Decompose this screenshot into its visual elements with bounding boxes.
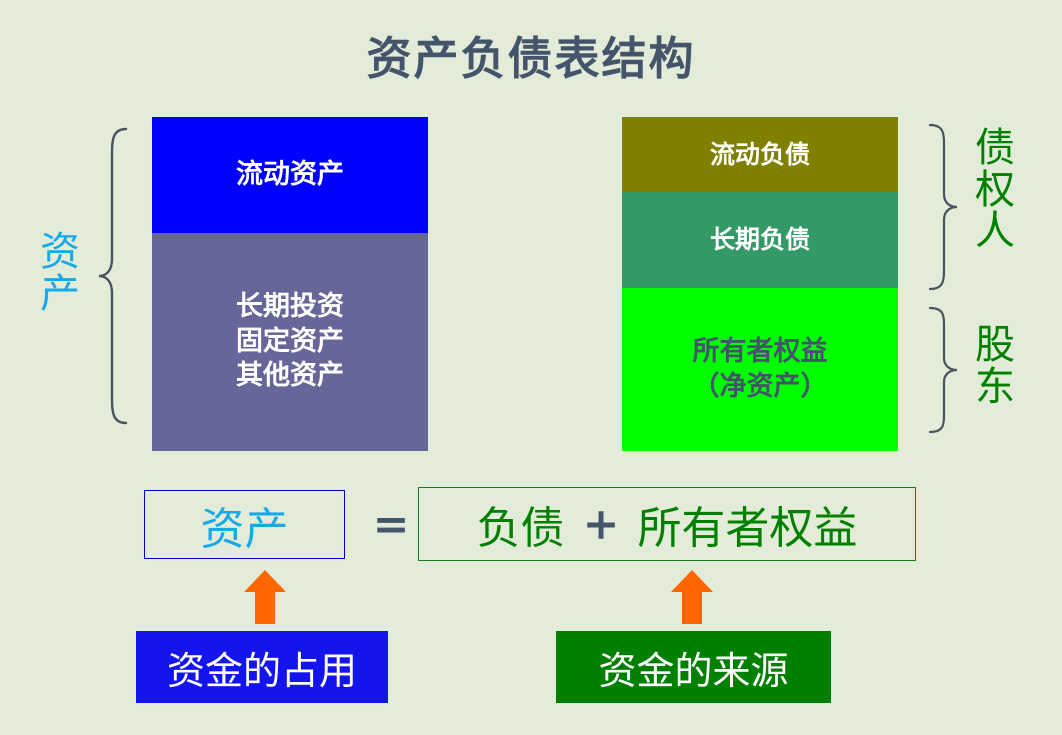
block-longterm-assets: 长期投资 固定资产 其他资产 — [152, 233, 428, 451]
block-other-assets-label: 其他资产 — [236, 360, 344, 392]
arrow-up-icon-right — [671, 570, 713, 624]
shareholders-brace-icon — [926, 305, 960, 435]
block-net-assets-label: （净资产） — [692, 370, 828, 402]
equation-right-box: 负债 + 所有者权益 — [418, 487, 916, 561]
fund-use-label: 资金的占用 — [166, 648, 357, 693]
equation-assets-term: 资产 — [200, 503, 289, 555]
block-owners-equity-label: 所有者权益 — [692, 335, 828, 367]
block-longterm-liabilities: 长期负债 — [622, 192, 898, 288]
equation-assets-box: 资产 — [144, 490, 345, 559]
block-longterm-liabilities-label: 长期负债 — [709, 225, 810, 254]
arrow-head — [671, 570, 713, 592]
assets-brace-icon — [96, 126, 130, 426]
fund-source-box: 资金的来源 — [556, 631, 831, 703]
block-owners-equity: 所有者权益 （净资产） — [622, 288, 898, 451]
arrow-shaft — [255, 592, 275, 624]
page-title: 资产负债表结构 — [366, 32, 696, 85]
creditors-label: 债 权 人 — [975, 125, 1015, 255]
block-current-liabilities: 流动负债 — [622, 117, 898, 192]
block-current-liabilities-label: 流动负债 — [709, 139, 810, 169]
equation-equals-sign: = — [372, 499, 410, 550]
assets-label: 资 产 — [40, 229, 80, 317]
equation-plus-sign: + — [582, 498, 620, 550]
shareholders-label: 股 东 — [975, 322, 1015, 410]
equation-liabilities-term: 负债 — [476, 503, 565, 554]
arrow-head — [244, 570, 286, 592]
block-current-assets: 流动资产 — [152, 117, 428, 233]
fund-source-label: 资金的来源 — [598, 648, 789, 693]
equation-equity-term: 所有者权益 — [637, 503, 858, 554]
arrow-shaft — [682, 592, 702, 624]
creditors-brace-icon — [926, 122, 960, 292]
arrow-up-icon-left — [244, 570, 286, 624]
block-longterm-investment-label: 长期投资 — [236, 291, 344, 323]
fund-use-box: 资金的占用 — [136, 631, 388, 703]
block-fixed-assets-label: 固定资产 — [236, 325, 344, 357]
block-current-assets-label: 流动资产 — [236, 158, 344, 190]
